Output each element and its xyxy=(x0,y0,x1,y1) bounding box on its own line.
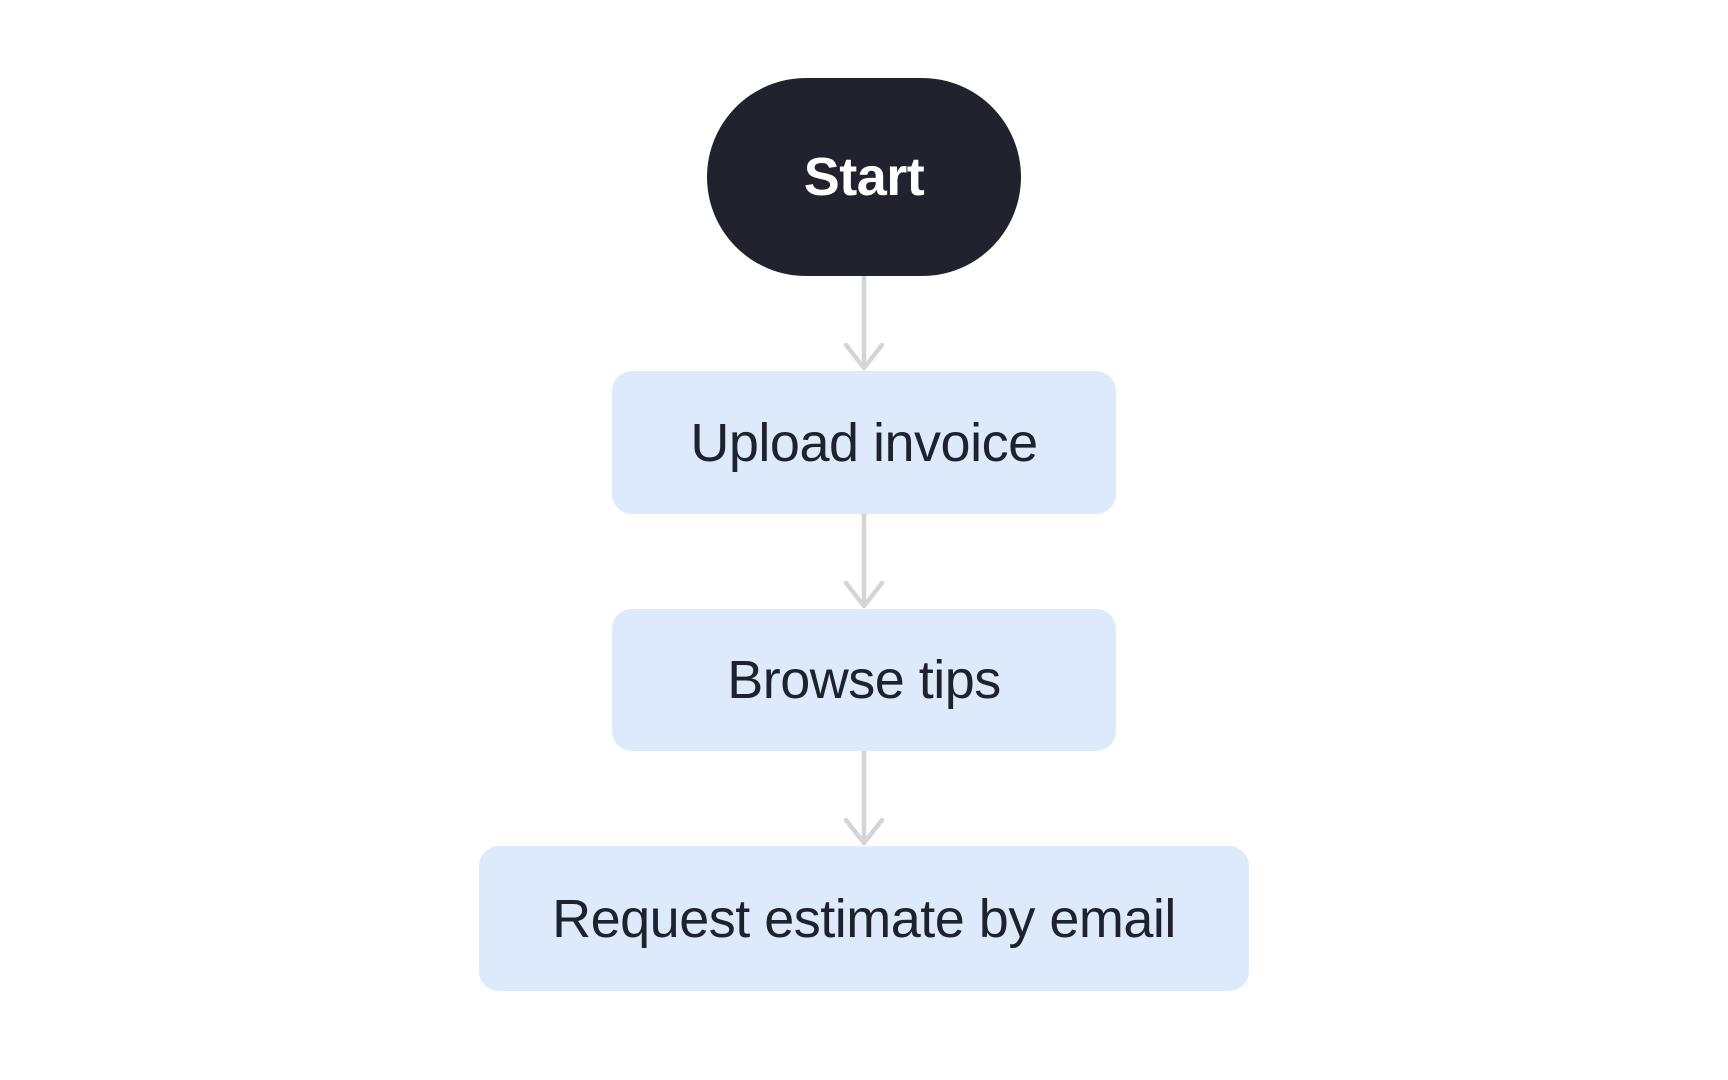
node-upload-invoice-label: Upload invoice xyxy=(690,412,1038,473)
arrow-head xyxy=(843,342,885,371)
edge-start-to-upload-invoice down-arrow-icon xyxy=(843,276,885,371)
node-request-estimate: Request estimate by email xyxy=(479,846,1249,991)
node-start-label: Start xyxy=(803,147,925,207)
arrow-head xyxy=(843,817,885,846)
node-request-estimate-label: Request estimate by email xyxy=(552,888,1176,949)
edge-upload-invoice-to-browse-tips down-arrow-icon xyxy=(843,514,885,609)
node-browse-tips: Browse tips xyxy=(612,609,1116,751)
node-upload-invoice: Upload invoice xyxy=(612,371,1116,514)
node-start: Start xyxy=(707,78,1021,276)
arrow-head xyxy=(843,580,885,609)
node-browse-tips-label: Browse tips xyxy=(727,650,1001,710)
edge-browse-tips-to-request-estimate down-arrow-icon xyxy=(843,751,885,846)
